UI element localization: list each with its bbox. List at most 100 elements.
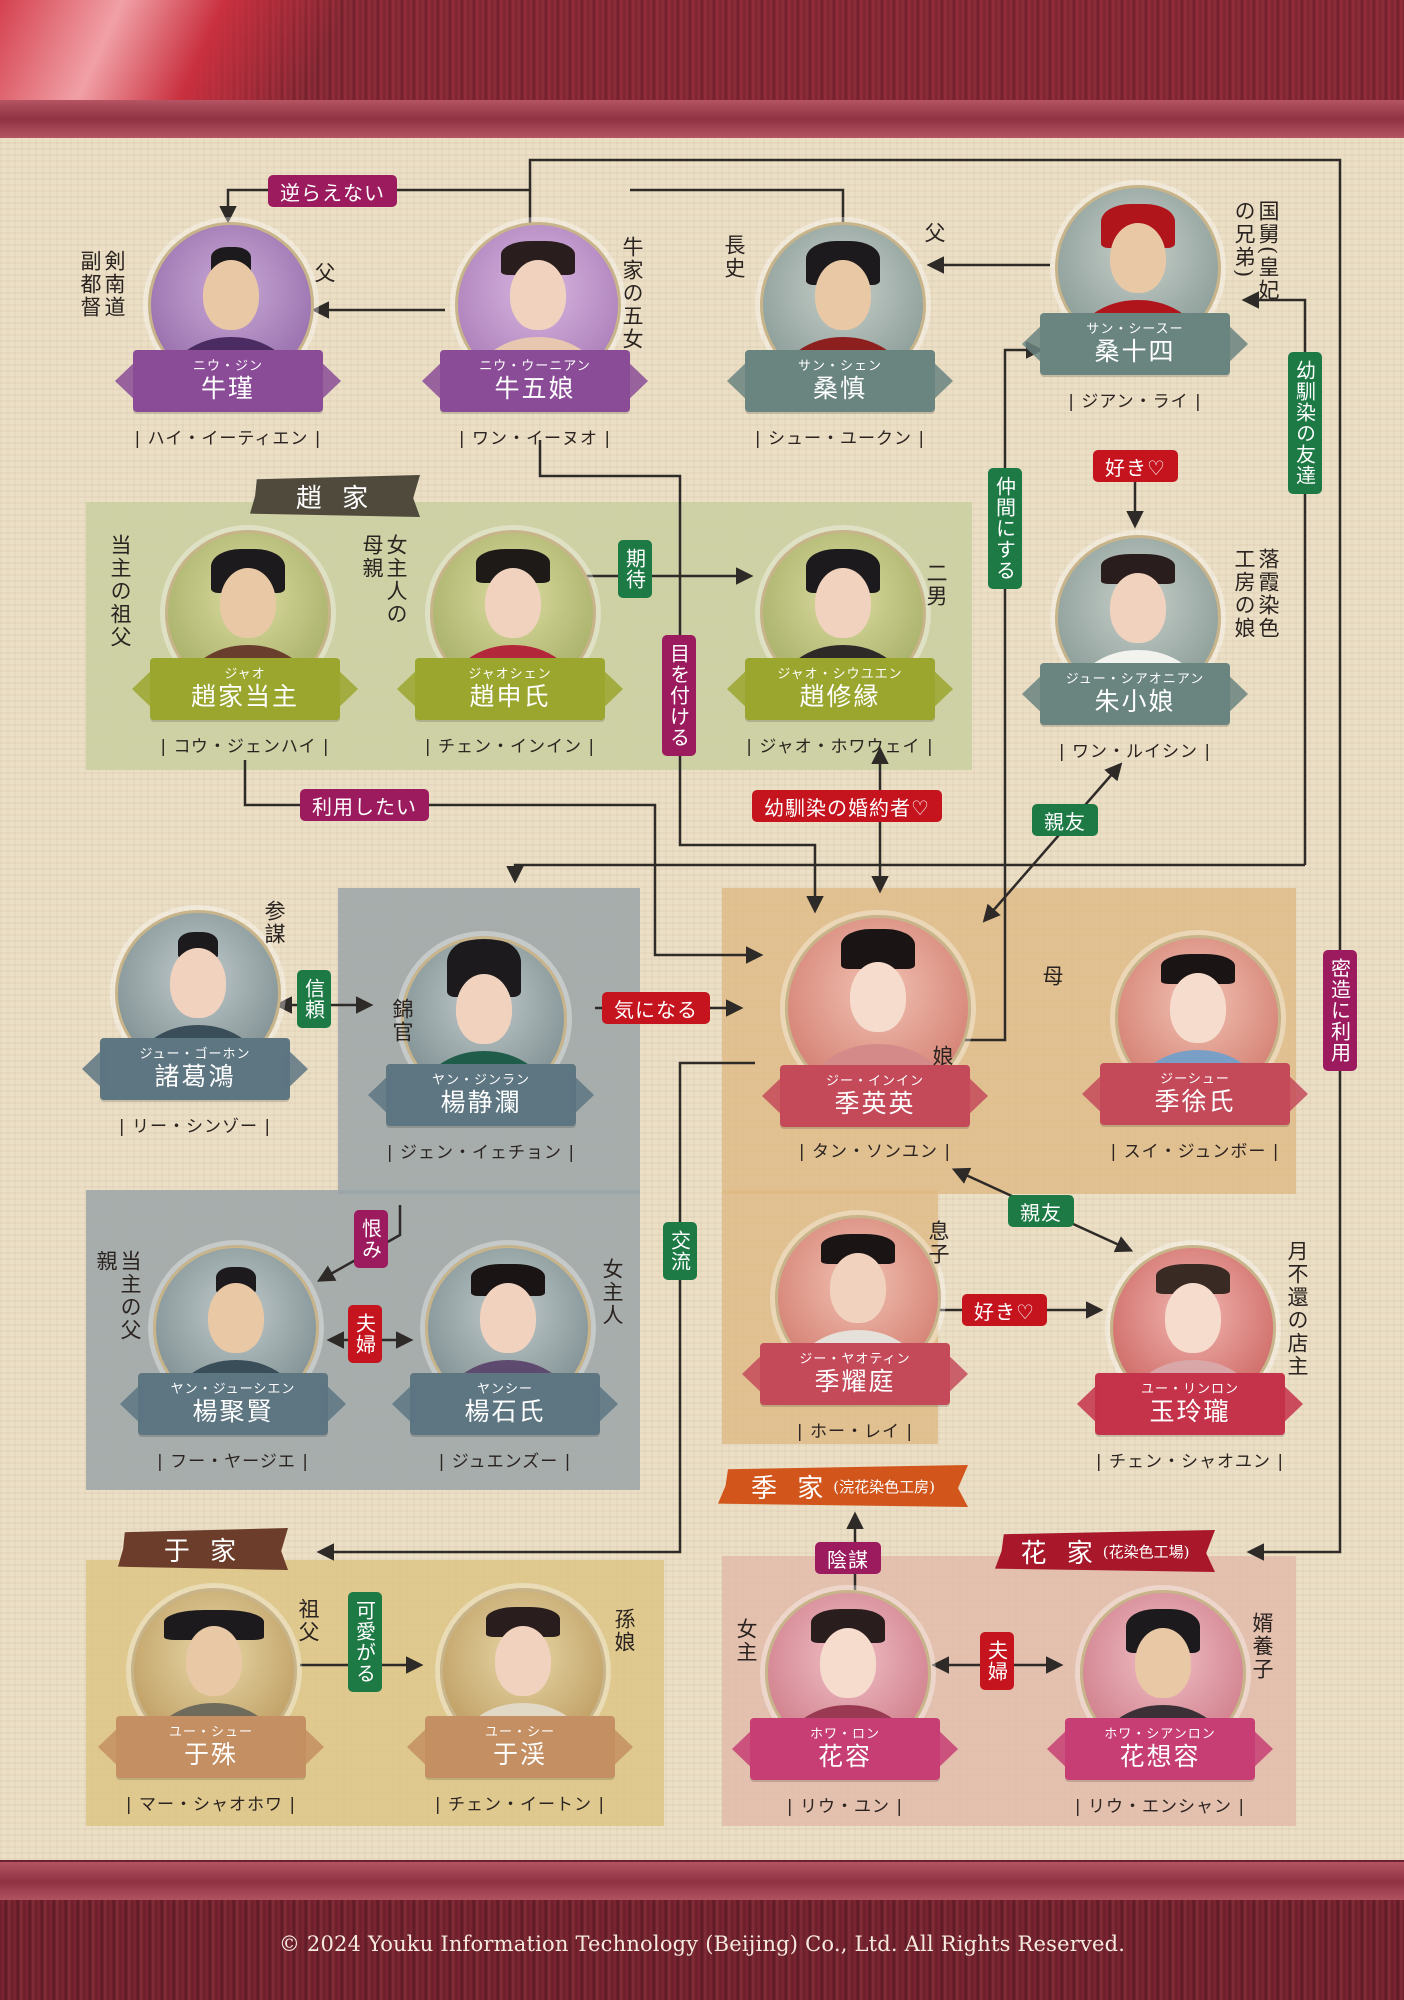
rel-kininaru: 気になる [602,992,710,1024]
rel-fiance: 幼馴染の婚約者♡ [752,790,942,822]
note-zhuge-hong: 参謀 [262,900,286,946]
rel-shinyu2: 親友 [1008,1195,1074,1227]
banner-yu-xi: ユー・シー于渓 [425,1716,615,1778]
banner-sang-shen: サン・シェン桑慎 [745,350,935,412]
actor-sang-shisi: | ジアン・ライ | [1068,392,1202,412]
rel-shinrai: 信頼 [297,970,331,1028]
fabric-ribbon [0,0,360,108]
actor-zhao-shen: | チェン・インイン | [424,737,596,757]
character-sang-shisi: サン・シースー桑十四 | ジアン・ライ | [1020,185,1250,425]
actor-hua-rong: | リウ・ユン | [786,1797,904,1817]
note-yu-linglong: 月不還の店主 [1285,1240,1309,1378]
note-yang-jinglan: 錦官 [390,998,414,1044]
bottom-trim [0,1860,1404,1902]
actor-yang-shi: | ジュエンズー | [438,1452,572,1472]
line-mitsuzou [528,158,1342,1561]
rel-inbou: 陰謀 [815,1542,881,1574]
character-yang-shi: ヤンシー楊石氏 | ジュエンズー | [390,1245,620,1485]
rel-osananajimi-tomo: 幼馴染の友達 [1288,352,1322,494]
banner-ji-yaoting: ジー・ヤオティン季耀庭 [760,1343,950,1405]
actor-ji-yaoting: | ホー・レイ | [796,1422,914,1442]
actor-yang-juxian: | フー・ヤージエ | [157,1452,309,1472]
character-niu-jin: ニウ・ジン牛瑾 | ハイ・イーティエン | [113,222,343,462]
actor-yu-linglong: | チェン・シャオユン | [1095,1452,1285,1472]
family-label-ji: 季 家(浣花染色工房) [718,1465,968,1507]
character-yu-shu: ユー・シュー于殊 | マー・シャオホワ | [96,1588,326,1828]
note-zhao-head: 当主の祖父 [108,534,132,649]
line-osananajimi [1241,291,1307,865]
line-osananajimi-yang [506,863,1305,884]
banner-zhuge-hong: ジュー・ゴーホン諸葛鴻 [100,1038,290,1100]
rel-kawaigaru: 可愛がる [348,1592,382,1692]
character-ji-yingying: ジー・インイン季英英 | タン・ソンユン | [760,915,990,1162]
note-hua-xiangrong: 婿養子 [1250,1612,1274,1681]
actor-ji-yingying: | タン・ソンユン | [798,1142,952,1162]
line-kouryu [316,1061,755,1561]
banner-yang-juxian: ヤン・ジューシエン楊聚賢 [138,1373,328,1435]
actor-zhu-xiaoniang: | ワン・ルイシン | [1058,742,1212,762]
actor-niu-wuniang: | ワン・イーヌオ | [458,429,612,449]
character-zhao-xiuyuan: ジャオ・シウユエン趙修縁 | ジャオ・ホワウェイ | [725,530,955,770]
actor-zhao-head: | コウ・ジェンハイ | [160,737,330,757]
banner-yu-linglong: ユー・リンロン玉玲瓏 [1095,1373,1285,1435]
actor-yu-shu: | マー・シャオホワ | [125,1795,297,1815]
banner-ji-yingying: ジー・インイン季英英 [780,1065,970,1127]
banner-ji-xu: ジーシュー季徐氏 [1100,1063,1290,1125]
note-niu-jin-father: 父 [312,262,336,285]
banner-zhao-shen: ジャオシェン趙申氏 [415,658,605,720]
character-yang-jinglan: ヤン・ジンラン楊静瀾 | ジェン・イェチョン | [366,936,596,1176]
actor-zhuge-hong: | リー・シンゾー | [118,1117,272,1137]
note-zhu-xiaoniang: 落霞染色工房の娘 [1232,548,1280,640]
actor-zhao-xiuyuan: | ジャオ・ホワウェイ | [746,737,934,757]
note-hua-rong: 女主 [734,1618,758,1664]
rel-fufu1: 夫婦 [348,1305,382,1363]
character-niu-wuniang: ニウ・ウーニアン牛五娘 | ワン・イーヌオ | [420,222,650,462]
note-yang-shi: 女主人 [600,1258,624,1327]
rel-nakama: 仲間にする [988,468,1022,589]
rel-kitai: 期待 [618,540,652,598]
actor-ji-xu: | スイ・ジュンボー | [1110,1142,1280,1162]
character-sang-shen: サン・シェン桑慎 | シュー・ユークン | [725,222,955,462]
banner-yang-shi: ヤンシー楊石氏 [410,1373,600,1435]
note-yang-juxian: 当主の父親 [94,1250,142,1342]
note-zhao-shen: 女主人の母親 [360,534,408,626]
rel-riyou-shitai: 利用したい [300,789,429,821]
note-ji-yingying: 娘 [930,1045,954,1068]
note-zhao-xiuyuan: 二男 [924,562,948,608]
line-shinyu1 [982,762,1123,923]
note-yu-xi: 孫娘 [612,1608,636,1654]
bottom-decor-band [0,1900,1404,2000]
character-yang-juxian: ヤン・ジューシエン楊聚賢 | フー・ヤージエ | [118,1245,348,1485]
note-niu-jin: 剣南道 副都督 [78,250,126,319]
copyright-text: © 2024 Youku Information Technology (Bei… [278,1932,1126,1956]
note-sang-shen-father: 父 [922,222,946,245]
family-label-zhao: 趙 家 [250,475,420,517]
note-ji-yaoting: 息子 [926,1220,950,1266]
banner-zhao-xiuyuan: ジャオ・シウユエン趙修縁 [745,658,935,720]
character-ji-yaoting: ジー・ヤオティン季耀庭 | ホー・レイ | [740,1215,970,1455]
actor-yu-xi: | チェン・イートン | [434,1795,606,1815]
banner-yang-jinglan: ヤン・ジンラン楊静瀾 [386,1064,576,1126]
character-yu-xi: ユー・シー于渓 | チェン・イートン | [405,1588,635,1828]
actor-hua-xiangrong: | リウ・エンシャン | [1074,1797,1246,1817]
character-zhu-xiaoniang: ジュー・シアオニアン朱小娘 | ワン・ルイシン | [1020,535,1250,775]
character-zhao-shen: ジャオシェン趙申氏 | チェン・インイン | [395,530,625,770]
banner-zhao-head: ジャオ趙家当主 [150,658,340,720]
rel-mewotsukeru: 目を付ける [662,635,696,756]
rel-suki1: 好き♡ [1093,450,1178,482]
character-hua-xiangrong: ホワ・シアンロン花想容 | リウ・エンシャン | [1045,1590,1275,1830]
actor-sang-shen: | シュー・ユークン | [754,429,926,449]
rel-shinyu1: 親友 [1032,804,1098,836]
rel-mitsuzou: 密造に利用 [1323,950,1357,1071]
banner-zhu-xiaoniang: ジュー・シアオニアン朱小娘 [1040,663,1230,725]
character-hua-rong: ホワ・ロン花容 | リウ・ユン | [730,1590,960,1830]
banner-hua-rong: ホワ・ロン花容 [750,1718,940,1780]
note-sang-shen: 長史 [722,234,746,280]
actor-niu-jin: | ハイ・イーティエン | [134,429,322,449]
character-zhao-head: ジャオ趙家当主 | コウ・ジェンハイ | [130,530,360,770]
line-nakama [952,341,1044,1042]
banner-yu-shu: ユー・シュー于殊 [116,1716,306,1778]
banner-niu-jin: ニウ・ジン牛瑾 [133,350,323,412]
rel-suki2: 好き♡ [962,1294,1047,1326]
